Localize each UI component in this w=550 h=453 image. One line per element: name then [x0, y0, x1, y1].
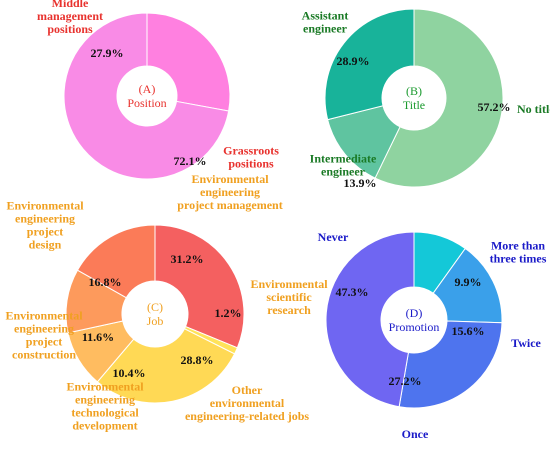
donut-slice — [325, 231, 415, 408]
donut-slice — [154, 224, 245, 349]
donut-center-title: (B)Title — [403, 84, 425, 112]
donut-slice — [432, 247, 503, 324]
donut-slice — [146, 12, 231, 112]
donut-slice — [76, 224, 156, 299]
slice-category-label: Once — [402, 427, 429, 441]
slice-percent-label: 15.6% — [452, 324, 485, 338]
donut-slice — [96, 328, 236, 404]
slice-percent-label: 57.2% — [478, 100, 511, 114]
slice-percent-label: 27.9% — [91, 46, 124, 60]
slice-category-label: Twice — [511, 336, 541, 350]
donut-slice — [374, 8, 504, 188]
slice-percent-label: 1.2% — [215, 306, 242, 320]
donut-center-title: (C)Job — [147, 300, 164, 328]
slice-percent-label: 27.2% — [389, 374, 422, 388]
slice-percent-label: 11.6% — [82, 330, 114, 344]
slice-percent-label: 16.8% — [89, 275, 122, 289]
slice-category-label: Never — [318, 230, 349, 244]
slice-percent-label: 28.8% — [181, 353, 214, 367]
donut-center-title: (D)Promotion — [389, 306, 440, 334]
slice-percent-label: 10.4% — [113, 366, 146, 380]
slice-percent-label: 28.9% — [337, 54, 370, 68]
donut-slice — [63, 12, 230, 180]
donut-center-title: (A)Position — [127, 82, 166, 110]
slice-percent-label: 31.2% — [171, 252, 204, 266]
slice-percent-label: 72.1% — [174, 154, 207, 168]
donut-slice — [324, 8, 415, 121]
slice-percent-label: 9.9% — [455, 275, 482, 289]
slice-percent-label: 47.3% — [336, 285, 369, 299]
donut-slice — [398, 320, 503, 409]
slice-percent-label: 13.9% — [344, 176, 377, 190]
slice-category-label: No title — [517, 102, 550, 116]
